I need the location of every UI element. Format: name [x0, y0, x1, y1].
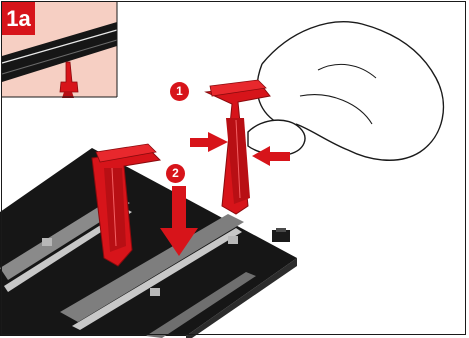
step-label: 1a [2, 2, 35, 35]
callout-step-1: 1 [170, 82, 189, 101]
callout-step-2: 2 [166, 164, 185, 183]
tray-stud [42, 238, 52, 246]
squeeze-arrow-left [190, 132, 228, 152]
tray-stud [150, 288, 160, 296]
tray-stud [228, 236, 238, 244]
tray-tab-top [276, 228, 286, 232]
rail-tray [0, 148, 297, 338]
hand [248, 22, 443, 160]
